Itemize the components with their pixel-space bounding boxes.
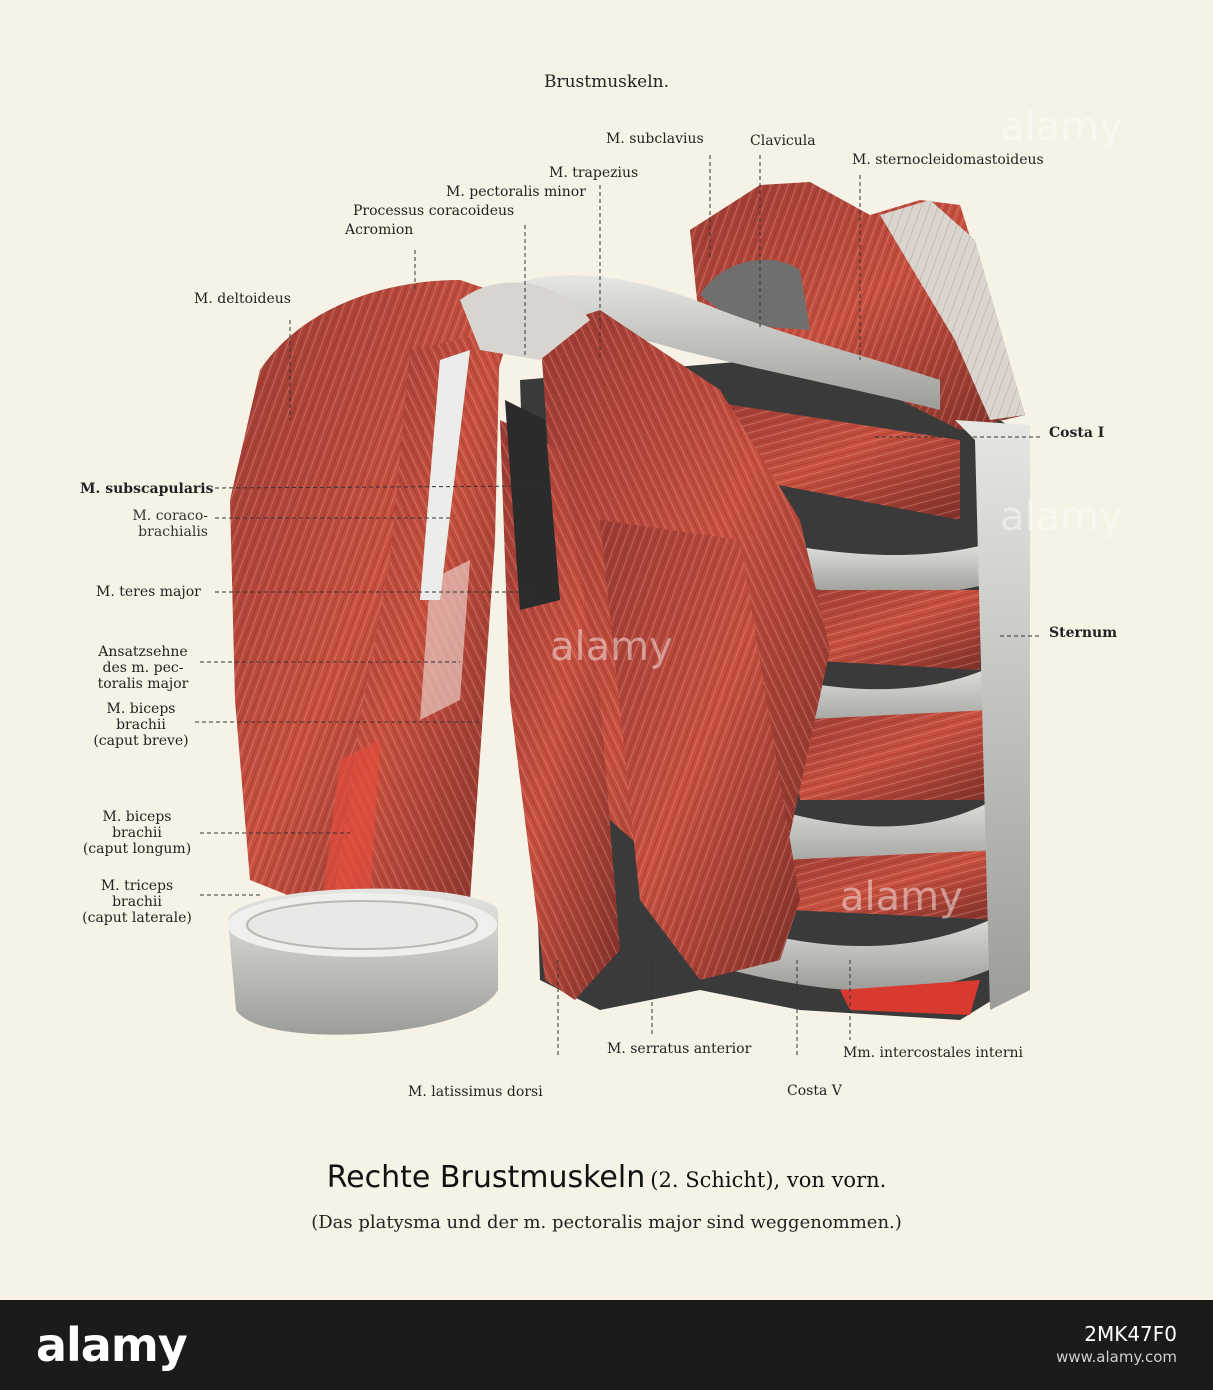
label-subscapularis: M. subscapularis [80,481,214,497]
watermark-top-right: alamy [1000,104,1123,150]
label-clavicula: Clavicula [750,133,816,149]
figure-caption-title: Rechte Brustmuskeln (2. Schicht), von vo… [0,1160,1213,1195]
label-coracobrachialis-line2: brachialis [138,524,208,540]
label-ansatzsehne-line2: des m. pec- [102,660,184,676]
label-biceps-longum-line1: M. biceps [102,809,172,825]
label-biceps-breve-line2: brachii [116,717,166,733]
image-id-block: 2MK47F0 www.alamy.com [1056,1322,1177,1368]
book-page: Brustmuskeln. [0,72,1213,1233]
label-latissimus-dorsi: M. latissimus dorsi [408,1084,543,1100]
label-coracobrachialis-line1: M. coraco- [132,508,208,524]
image-id: 2MK47F0 [1084,1322,1177,1346]
label-biceps-caput-breve: M. biceps brachii (caput breve) [76,701,206,749]
arm-cut-section [227,888,498,1035]
page-header-title: Brustmuskeln. [543,72,670,92]
figure-caption-subtitle: (Das platysma und der m. pectoralis majo… [311,1212,902,1233]
label-biceps-breve-line1: M. biceps [106,701,176,717]
label-biceps-longum-line2: brachii [112,825,162,841]
label-biceps-caput-longum: M. biceps brachii (caput longum) [72,809,202,857]
leader-lines [195,155,1040,1055]
label-teres-major: M. teres major [96,584,201,600]
latissimus-dorsi [500,400,620,1000]
label-costa-5: Costa V [787,1083,842,1099]
caption-title-layer: (2. Schicht), von vorn. [650,1168,887,1192]
watermark: alamy alamy alamy alamy [550,104,1123,920]
label-biceps-breve-line3: (caput breve) [93,733,189,749]
watermark-right: alamy [1000,494,1123,540]
label-triceps-line1: M. triceps [100,878,174,894]
site-url: www.alamy.com [1056,1348,1177,1366]
label-deltoideus: M. deltoideus [194,291,291,307]
rib-cage [700,400,1030,1015]
label-ansatzsehne: Ansatzsehne des m. pec- toralis major [78,644,208,692]
pectoralis-minor [540,310,830,980]
label-sternum: Sternum [1049,625,1118,641]
label-pectoralis-minor: M. pectoralis minor [446,184,586,200]
watermark-center: alamy [550,624,673,670]
label-serratus-anterior: M. serratus anterior [607,1041,752,1057]
stock-footer-bar: alamy 2MK47F0 www.alamy.com [0,1300,1213,1390]
label-coracobrachialis: M. coraco- brachialis [100,508,208,540]
label-triceps-line3: (caput laterale) [82,910,192,926]
caption-title-main: Rechte Brustmuskeln [326,1160,646,1195]
label-trapezius: M. trapezius [549,165,639,181]
anatomy-illustration: alamy alamy alamy alamy [195,104,1123,1055]
label-ansatzsehne-line3: toralis major [97,676,189,692]
label-intercostales-interni: Mm. intercostales interni [843,1045,1024,1061]
label-subclavius: M. subclavius [606,131,704,147]
label-triceps-caput-laterale: M. triceps brachii (caput laterale) [72,878,202,926]
label-triceps-line2: brachii [112,894,162,910]
label-biceps-longum-line3: (caput longum) [82,841,192,857]
watermark-lower-right: alamy [840,874,963,920]
arm-muscles [230,280,590,930]
label-acromion: Acromion [345,222,414,238]
clavicle-region [500,182,1025,430]
label-sternocleidomastoideus: M. sternocleidomastoideus [852,152,1044,168]
label-costa-1: Costa I [1049,425,1105,441]
label-ansatzsehne-line1: Ansatzsehne [98,644,188,660]
label-processus-coracoideus: Processus coracoideus [353,203,515,219]
alamy-logo: alamy [36,1318,188,1372]
